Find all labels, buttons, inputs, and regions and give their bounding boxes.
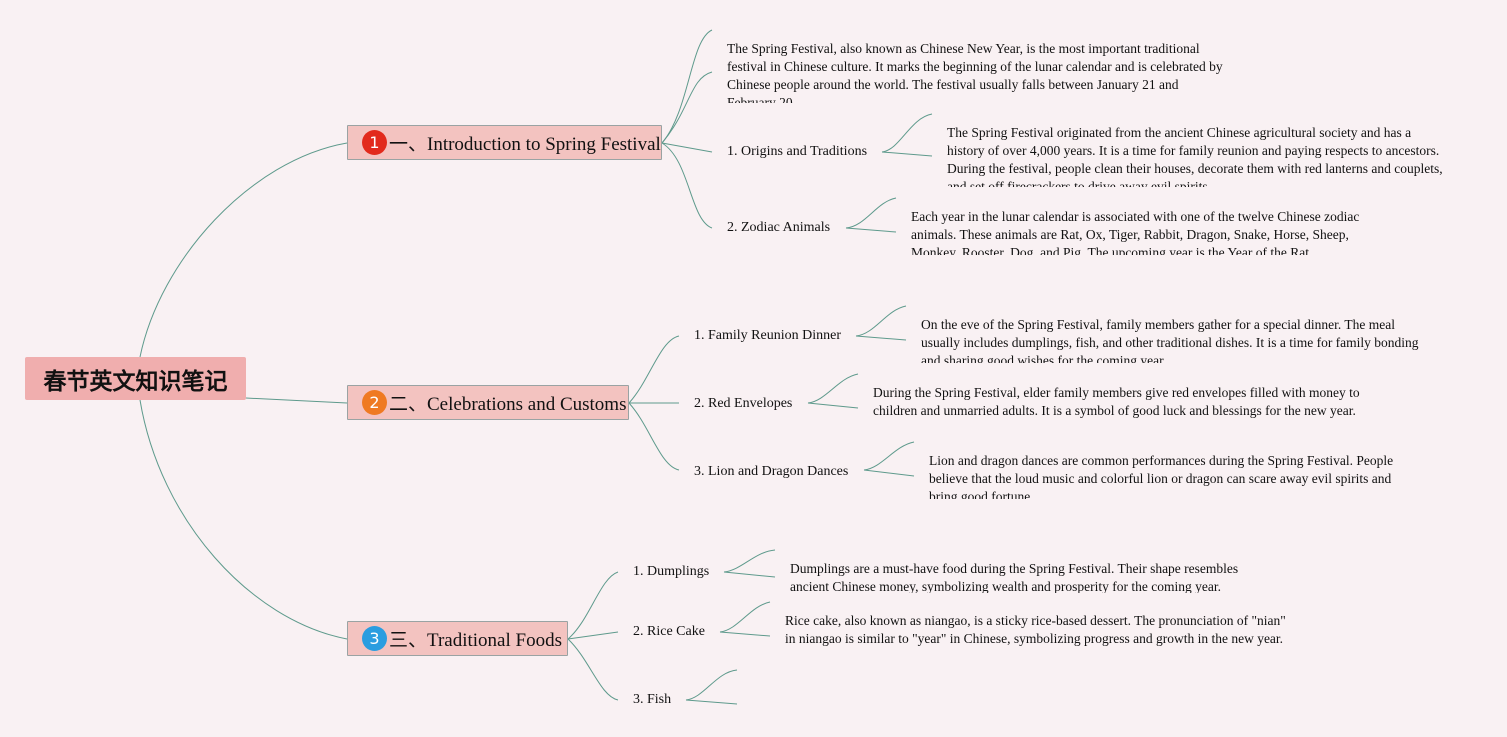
topic-celebrations[interactable]: 2 二、Celebrations and Customs [347, 385, 629, 420]
topic-label: 一、Introduction to Spring Festival [389, 134, 661, 155]
subtopic-zodiac[interactable]: 2. Zodiac Animals [727, 220, 831, 235]
origins-note: The Spring Festival originated from the … [947, 125, 1443, 187]
fish-note [752, 682, 1152, 712]
subtopic-fish[interactable]: 3. Fish [633, 692, 672, 707]
intro-note: The Spring Festival, also known as Chine… [727, 41, 1223, 103]
subtopic-lion-dragon[interactable]: 3. Lion and Dragon Dances [694, 464, 849, 479]
root-title: 春节英文知识笔记 [43, 368, 228, 395]
subtopic-dumplings[interactable]: 1. Dumplings [633, 564, 710, 579]
red-envelopes-note: During the Spring Festival, elder family… [873, 385, 1360, 418]
root-topic[interactable]: 春节英文知识笔记 [25, 357, 246, 400]
subtopic-origins[interactable]: 1. Origins and Traditions [727, 144, 868, 159]
number-2-icon: 2 [362, 390, 387, 415]
topic-label: 二、Celebrations and Customs [389, 394, 627, 415]
number-3-icon: 3 [362, 626, 387, 651]
topic-label: 三、Traditional Foods [389, 630, 562, 651]
reunion-dinner-note: On the eve of the Spring Festival, famil… [921, 317, 1419, 363]
rice-cake-note: Rice cake, also known as niangao, is a s… [785, 613, 1286, 646]
lion-dragon-note: Lion and dragon dances are common perfor… [929, 453, 1394, 499]
topic-introduction[interactable]: 1 一、Introduction to Spring Festival [347, 125, 662, 160]
subtopic-rice-cake[interactable]: 2. Rice Cake [633, 624, 705, 639]
dumplings-note: Dumplings are a must-have food during th… [790, 561, 1239, 593]
number-1-icon: 1 [362, 130, 387, 155]
topic-foods[interactable]: 3 三、Traditional Foods [347, 621, 568, 656]
subtopic-red-envelopes[interactable]: 2. Red Envelopes [694, 396, 793, 411]
zodiac-note: Each year in the lunar calendar is assoc… [911, 209, 1360, 255]
subtopic-reunion-dinner[interactable]: 1. Family Reunion Dinner [694, 328, 841, 343]
